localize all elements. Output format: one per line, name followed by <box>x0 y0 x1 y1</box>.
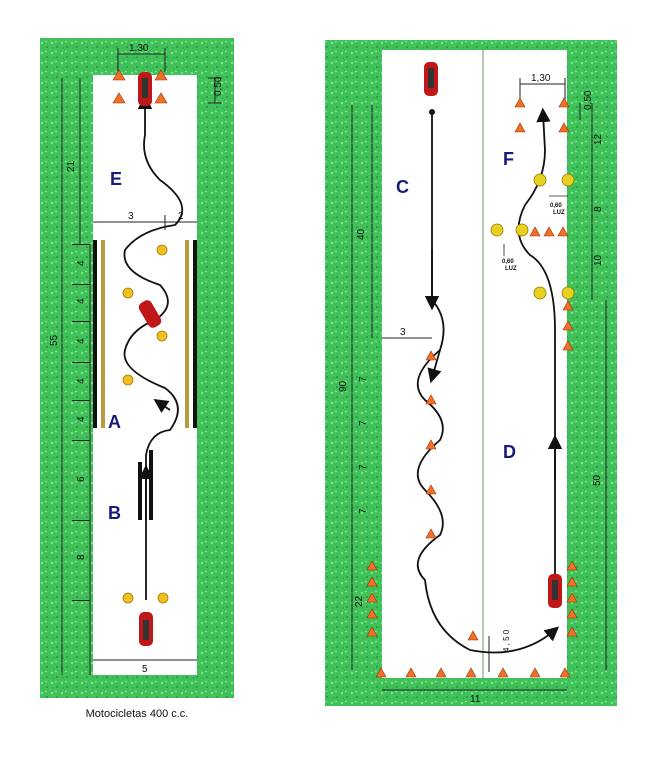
slalom-pylons <box>366 97 578 678</box>
dim-seg4: 4 <box>76 378 87 384</box>
dim-d-len: 50 <box>592 474 603 486</box>
left-lane <box>93 75 197 675</box>
dim-top-width: 1,30 <box>129 43 149 54</box>
zone-b: B <box>108 503 121 523</box>
yellow-cones <box>122 244 169 604</box>
zone-a: A <box>108 412 121 432</box>
zone-d: D <box>503 442 516 462</box>
dim-seg3: 4 <box>76 338 87 344</box>
dim-f1: 12 <box>593 133 604 145</box>
diagram-caption: Motocicletas 400 c.c. <box>85 708 189 720</box>
yellow-balls <box>490 173 575 300</box>
dim-bottom-left: 22 <box>354 595 365 607</box>
zone-f: F <box>503 149 514 169</box>
dim-bottom-gap: 4 , 5 0 <box>502 629 511 652</box>
dim-c-len: 40 <box>356 228 367 240</box>
dim-bottom: 5 <box>142 664 148 675</box>
zone-e: E <box>110 169 122 189</box>
motorcycle-icon <box>548 574 562 608</box>
dim-offset: 3 <box>400 327 406 338</box>
left-black-rail <box>93 240 97 428</box>
dim-seg2: 4 <box>76 298 87 304</box>
dim-total: 90 <box>338 380 349 392</box>
dim-seg1: 4 <box>76 260 87 266</box>
left-yellow-rail <box>101 240 105 428</box>
zone-c: C <box>396 177 409 197</box>
dim-seg5: 4 <box>76 416 87 422</box>
motorcycle-icon <box>139 612 153 646</box>
luz1-label: LUZ <box>553 210 565 216</box>
left-course: E A B 1,30 0,50 21 3 2 55 4 4 4 4 4 6 8 … <box>40 38 234 698</box>
route-c <box>416 112 560 654</box>
dim-left-w: 3 <box>128 211 134 222</box>
bar-b <box>149 450 153 520</box>
luz2-label: LUZ <box>505 266 517 272</box>
luz2-value: 0,60 <box>502 259 514 265</box>
dim-w2: 7 <box>358 420 369 426</box>
dim-right-w: 2 <box>178 211 184 222</box>
dim-seg7: 8 <box>76 554 87 560</box>
luz1-value: 0,60 <box>550 203 562 209</box>
left-route <box>123 94 184 600</box>
dim-total: 55 <box>49 334 60 346</box>
dim-top-gap: 0,50 <box>213 76 224 96</box>
right-lane <box>382 50 567 678</box>
bar-a <box>138 462 142 520</box>
right-yellow-rail <box>185 240 189 428</box>
dim-f3: 10 <box>593 254 604 266</box>
right-course: C F D 1,30 0,50 40 3 90 7 7 7 7 22 12 8 … <box>325 40 617 706</box>
top-pylons <box>112 69 168 104</box>
dim-bottom: 11 <box>470 694 481 705</box>
motorcycle-icon <box>138 72 152 106</box>
motorcycle-icon <box>138 300 162 328</box>
motorcycle-icon <box>424 62 438 115</box>
dim-top-len: 21 <box>66 160 77 172</box>
dim-f2: 8 <box>593 206 604 212</box>
dim-w1: 7 <box>358 376 369 382</box>
dim-w3: 7 <box>358 464 369 470</box>
dim-seg6: 6 <box>76 476 87 482</box>
dim-w4: 7 <box>358 508 369 514</box>
right-black-rail <box>193 240 197 428</box>
dim-top-gap: 0,50 <box>583 90 594 110</box>
dim-top-width: 1,30 <box>531 73 551 84</box>
